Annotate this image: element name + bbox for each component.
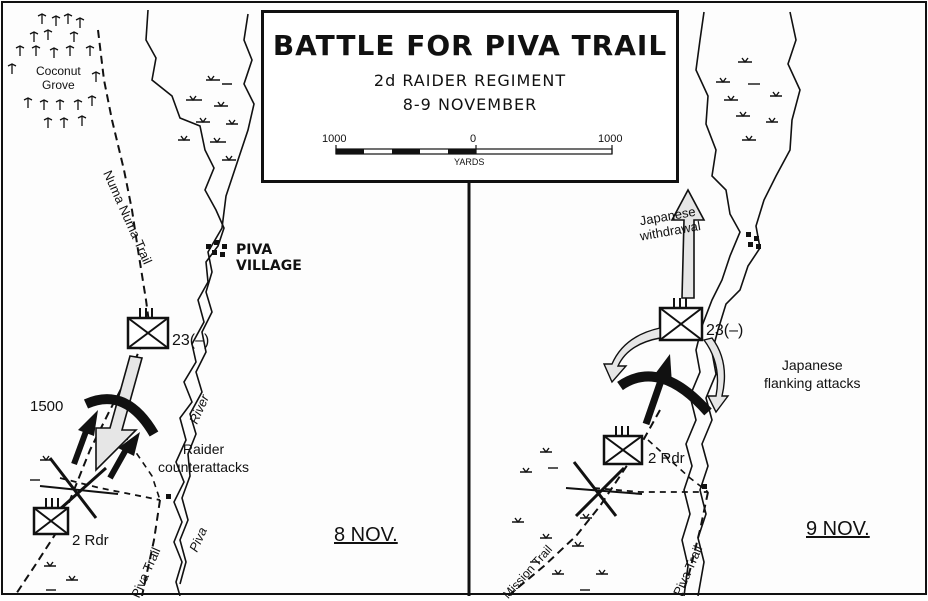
piva-river-east-bank-left — [145, 9, 225, 596]
label-raider-counterattacks: Raider counterattacks — [158, 441, 250, 475]
unit-symbol-2rdr-right — [602, 426, 644, 466]
scale-label-center: 0 — [470, 133, 477, 145]
piva-village-dots — [206, 240, 227, 257]
counterattack-arrow-1 — [71, 410, 98, 466]
counterattack-arrow-2 — [107, 432, 140, 480]
numa-numa-trail — [97, 29, 151, 331]
label-unit-2rdr-right: 2 Rdr — [648, 450, 685, 467]
label-japanese-flanking: Japanese flanking attacks — [764, 357, 861, 391]
label-unit-23-right: 23(–) — [706, 322, 744, 339]
raider-line-arc-left — [83, 394, 159, 437]
village-dots-right — [746, 232, 761, 249]
japanese-attack-arrow-left — [95, 355, 144, 472]
piva-trail-left — [141, 499, 161, 596]
swamp-left — [30, 75, 238, 591]
scale-label-left: 1000 — [322, 133, 347, 145]
japanese-flanking-arrow-east — [702, 337, 730, 414]
map-title: BATTLE FOR PIVA TRAIL — [272, 29, 668, 62]
map-subtitle-dates: 8-9 NOVEMBER — [402, 95, 538, 114]
raider-attack-arrow-right — [642, 354, 672, 426]
village-marker-right — [702, 484, 707, 489]
label-time-1500: 1500 — [30, 398, 64, 415]
date-label-9-nov: 9 NOV. — [806, 518, 870, 540]
piva-river-west-bank-right — [681, 11, 741, 596]
label-unit-23-left: 23(–) — [172, 332, 210, 349]
japanese-flanking-arrow-west — [602, 327, 661, 384]
date-label-8-nov: 8 NOV. — [334, 524, 398, 546]
scale-unit: YARDS — [454, 157, 485, 167]
cross-trail-right — [593, 487, 708, 493]
piva-trail-right — [681, 491, 709, 596]
scale-label-right: 1000 — [598, 133, 623, 145]
unit-symbol-23-left — [126, 308, 170, 350]
swamp-right — [512, 57, 782, 591]
scale-bar — [335, 145, 613, 155]
piva-river-west-bank-left — [179, 13, 255, 585]
cross-trail-left — [59, 477, 161, 501]
label-piva-village: PIVA VILLAGE — [236, 242, 302, 274]
japanese-withdrawal-arrow — [670, 188, 706, 299]
unit-symbol-23-right — [658, 298, 704, 342]
title-box: BATTLE FOR PIVA TRAIL 2d RAIDER REGIMENT… — [261, 10, 679, 183]
unit-symbol-2rdr-left — [32, 498, 70, 536]
piva-river-east-bank-right — [697, 11, 801, 596]
label-coconut-grove: Coconut Grove — [36, 64, 81, 92]
map-subtitle-unit: 2d RAIDER REGIMENT — [373, 71, 567, 90]
label-unit-2rdr-left: 2 Rdr — [72, 532, 109, 549]
coconut-palms — [7, 13, 101, 128]
village-marker-left — [166, 494, 171, 499]
trail-link-left — [117, 425, 161, 501]
